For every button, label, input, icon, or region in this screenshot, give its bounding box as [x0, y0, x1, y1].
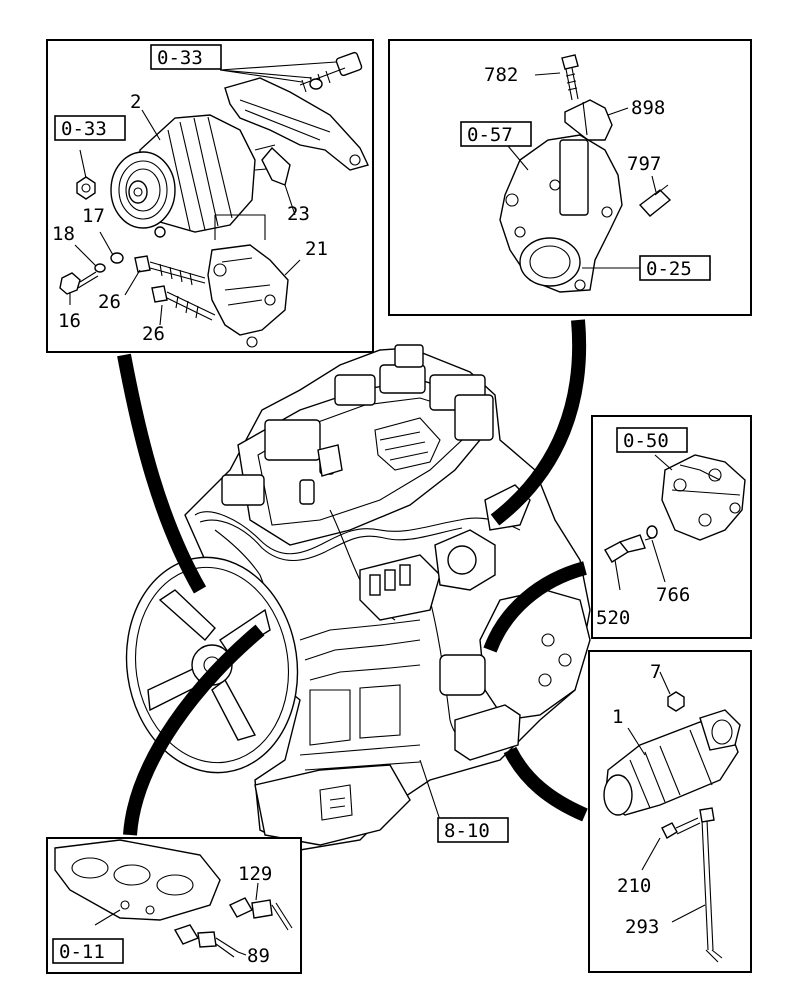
ref-box-0-33-top — [150, 44, 222, 70]
callout-leaders — [117, 319, 588, 836]
part-number-7: 7 — [650, 661, 661, 683]
part-number-293: 293 — [625, 916, 659, 938]
oil-pump-callout — [591, 415, 752, 639]
ref-box-8-10 — [437, 817, 509, 843]
part-number-520: 520 — [596, 607, 630, 629]
part-number-23: 23 — [287, 203, 310, 225]
part-number-766: 766 — [656, 584, 690, 606]
part-number-797: 797 — [627, 153, 661, 175]
part-number-17: 17 — [82, 205, 105, 227]
part-number-2: 2 — [130, 91, 141, 113]
ref-label-8-10: 8-10 — [444, 820, 490, 842]
part-number-129: 129 — [238, 863, 272, 885]
ref-label-0-11: 0-11 — [59, 941, 105, 963]
part-number-26-upper: 26 — [98, 291, 121, 313]
ref-label-0-57: 0-57 — [467, 124, 513, 146]
part-number-21: 21 — [305, 238, 328, 260]
ref-box-0-50 — [616, 427, 688, 453]
alternator-callout — [46, 39, 374, 353]
ref-label-0-25: 0-25 — [646, 258, 692, 280]
ref-label-0-33-left: 0-33 — [61, 118, 107, 140]
engine-reference: 8-10 — [437, 817, 509, 843]
thermostat-callout-labels: 782 898 797 0-57 0-25 — [460, 64, 711, 281]
ref-label-0-33-top: 0-33 — [157, 47, 203, 69]
ref-label-0-50: 0-50 — [623, 430, 669, 452]
part-number-782: 782 — [484, 64, 518, 86]
ref-box-0-33-left — [54, 115, 126, 141]
ref-box-0-57 — [460, 121, 532, 147]
part-number-210: 210 — [617, 875, 651, 897]
alternator-callout-labels: 0-33 0-33 2 17 18 16 26 26 21 23 — [52, 44, 328, 345]
ref-box-0-11 — [52, 938, 124, 964]
part-number-16: 16 — [58, 310, 81, 332]
starter-callout-labels: 7 1 210 293 — [612, 661, 661, 938]
starter-callout — [588, 650, 752, 973]
ref-box-0-25 — [639, 255, 711, 281]
part-number-898: 898 — [631, 97, 665, 119]
part-number-89: 89 — [247, 945, 270, 967]
oil-pump-callout-labels: 0-50 520 766 — [596, 427, 690, 629]
part-number-1: 1 — [612, 706, 623, 728]
part-number-26-lower: 26 — [142, 323, 165, 345]
part-number-18: 18 — [52, 223, 75, 245]
manifold-callout-labels: 129 89 0-11 — [52, 863, 272, 967]
